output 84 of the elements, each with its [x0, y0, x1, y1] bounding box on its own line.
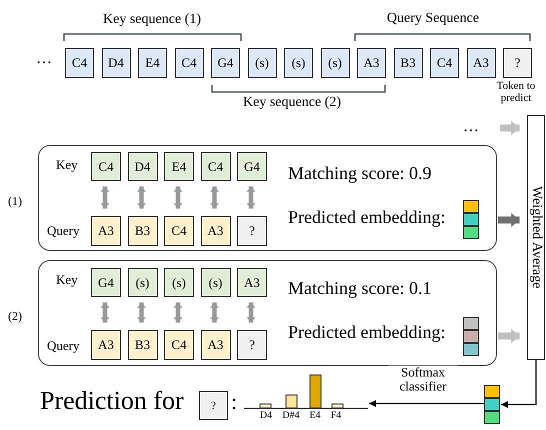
- token-box: G4: [211, 48, 240, 78]
- token-box: (s): [320, 48, 350, 78]
- colon: :: [231, 390, 238, 414]
- row-label: (1): [8, 195, 22, 208]
- double-arrow: [137, 186, 146, 209]
- token-box: ?: [237, 330, 267, 360]
- token-box: C4: [91, 152, 121, 181]
- embedding-cell: [463, 317, 479, 330]
- token-box: A3: [466, 48, 496, 78]
- prediction-label: Prediction for: [40, 387, 184, 416]
- embedding-cell: [484, 385, 500, 398]
- token-box: (s): [284, 48, 313, 78]
- token-box: A3: [91, 330, 121, 360]
- bar-chart-drawing: [244, 372, 368, 409]
- token-box: (s): [248, 48, 276, 78]
- panel-text: Matching score: 0.9: [288, 164, 432, 184]
- embedding-cell: [484, 398, 500, 411]
- token-box: E4: [138, 48, 167, 78]
- embedding-cell: [463, 330, 479, 343]
- token-box: C4: [174, 48, 204, 78]
- token-box: C4: [430, 48, 459, 78]
- token-box: D4: [102, 48, 130, 78]
- block-arrow: [498, 329, 520, 343]
- token-box: B3: [128, 330, 158, 360]
- token-box: (s): [200, 268, 230, 297]
- token-box: A3: [91, 216, 121, 246]
- double-arrow: [100, 186, 110, 209]
- row-label: Query: [47, 224, 80, 238]
- axis-label: F4: [330, 410, 342, 421]
- double-arrow: [246, 302, 256, 323]
- row-label: Query: [47, 339, 80, 354]
- aggregation-box: Weighted Average: [527, 115, 545, 360]
- ellipsis: …: [463, 118, 479, 136]
- token-box: A3: [200, 330, 230, 360]
- token-box: C4: [65, 48, 94, 78]
- arrow: [369, 400, 484, 407]
- token-box: A3: [357, 48, 386, 78]
- token-box: D4: [128, 152, 158, 181]
- token-box: ?: [199, 391, 228, 420]
- embedding-cell: [463, 213, 479, 226]
- token-box: A3: [200, 216, 230, 246]
- panel-text: Matching score: 0.1: [288, 279, 432, 299]
- panel-text: Predicted embedding:: [288, 208, 446, 228]
- token-box: A3: [237, 268, 267, 297]
- token-box: (s): [128, 268, 158, 297]
- double-arrow: [246, 186, 256, 209]
- panel-card: [38, 260, 497, 366]
- token-box: G4: [91, 268, 121, 297]
- row-label: Key: [56, 158, 78, 172]
- axis-label: D4: [260, 410, 272, 421]
- bracket-label: Key sequence (2): [243, 95, 341, 110]
- panel-text: Predicted embedding:: [288, 323, 446, 343]
- token-box: C4: [164, 216, 194, 246]
- node-label: Token to predict: [496, 80, 536, 104]
- block-arrow: [498, 213, 520, 227]
- embedding-cell: [463, 200, 479, 213]
- double-arrow: [210, 186, 219, 209]
- embedding-cell: [463, 226, 479, 239]
- bracket-label: Key sequence (1): [103, 12, 201, 28]
- token-box: B3: [394, 48, 422, 78]
- token-box: C4: [164, 330, 194, 360]
- token-box: G4: [237, 152, 267, 181]
- ellipsis: …: [36, 50, 52, 68]
- panel-card: [38, 145, 497, 251]
- token-box: B3: [128, 216, 158, 246]
- token-box: (s): [164, 268, 194, 297]
- double-arrow: [137, 302, 146, 323]
- token-box: ?: [237, 216, 267, 246]
- embedding-cell: [463, 343, 479, 356]
- row-label: (2): [8, 310, 22, 324]
- row-label: Key: [56, 273, 78, 288]
- double-arrow: [210, 302, 219, 323]
- double-arrow: [174, 186, 182, 209]
- token-box: E4: [164, 152, 194, 181]
- double-arrow: [100, 302, 110, 323]
- axis-label: D#4: [282, 410, 300, 421]
- token-box: ?: [503, 48, 532, 78]
- embedding-cell: [484, 411, 500, 424]
- arrow: [501, 360, 537, 408]
- block-arrow: [500, 121, 520, 135]
- axis-label: E4: [309, 410, 321, 421]
- double-arrow: [174, 302, 182, 323]
- bracket-label: Query Sequence: [386, 11, 480, 26]
- token-box: C4: [200, 152, 230, 181]
